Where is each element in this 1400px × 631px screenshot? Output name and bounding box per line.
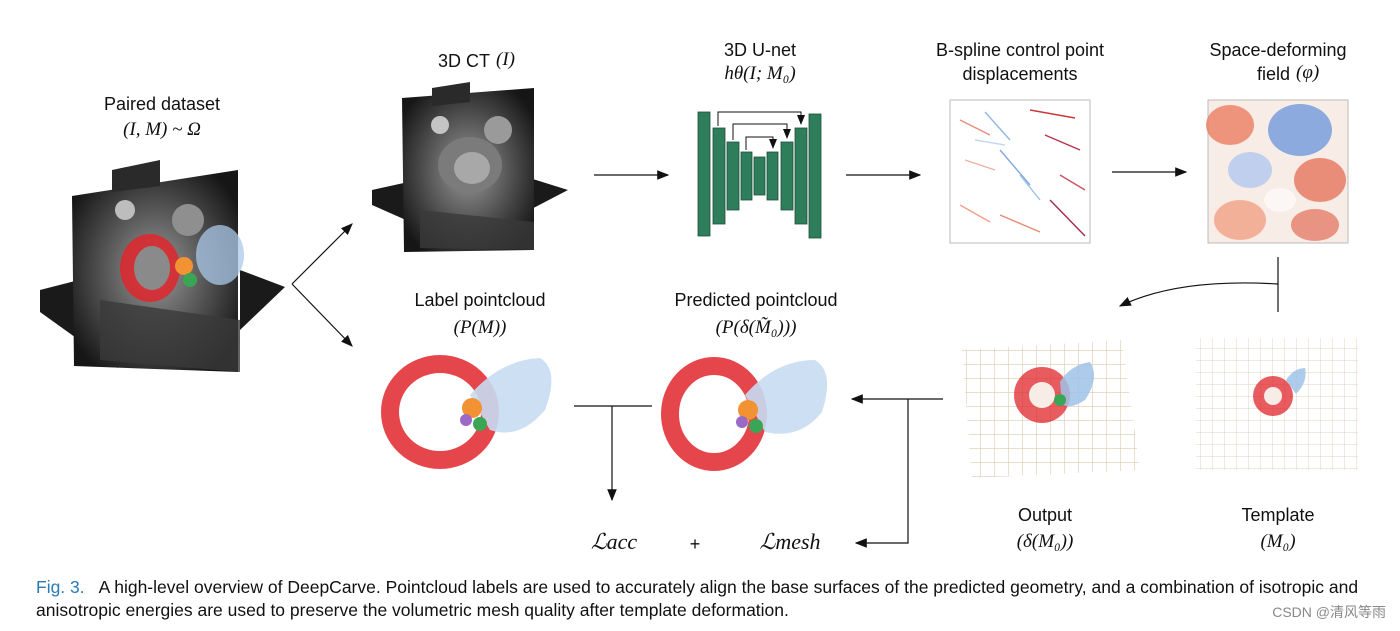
template-title: Template [1241,505,1315,525]
field-math: (φ) [1296,62,1320,83]
deformation-field-plot [1206,99,1349,244]
output-mesh-image [962,340,1140,478]
predicted-pointcloud-image [661,357,828,471]
fork-arrows [291,223,353,347]
caption-text: A high-level overview of DeepCarve. Poin… [36,577,1359,620]
plus-sign: + [689,534,701,554]
output-to-predicted-arrows [850,394,943,548]
unet-title: 3D U-net [723,40,797,60]
bspline-displacement-plot [949,99,1091,244]
template-math: (M₀) [1260,531,1296,552]
paired-dataset-title: Paired dataset [103,94,221,114]
figure-number: Fig. 3. [36,577,85,597]
field-title-line2: field [1256,64,1290,84]
paired-dataset-math: (I, M) ~ Ω [123,119,201,140]
pointcloud-to-loss-arrow [574,405,652,502]
template-mesh-image [1196,338,1358,470]
ct-math: (I) [496,49,515,70]
bspline-title-line2: displacements [962,64,1078,84]
field-title-line1: Space-deforming [1209,40,1347,60]
watermark: CSDN @清风等雨 [1272,604,1386,620]
output-title: Output [1017,505,1073,525]
unet-skip-connections [717,111,805,150]
label-pointcloud-math: (P(M)) [453,317,507,338]
paired-dataset-image [40,160,285,372]
loss-acc: ℒacc [590,529,638,554]
label-pointcloud-title: Label pointcloud [414,290,546,310]
output-math: (δ(M₀)) [1016,531,1074,552]
field-to-output-arrow [1118,257,1279,312]
predicted-pointcloud-title: Predicted pointcloud [674,290,838,310]
loss-mesh: ℒmesh [759,529,821,554]
unet-math: hθ(I; M₀) [724,63,796,84]
unet-diagram [697,111,822,239]
ct-volume-image [372,82,568,252]
bspline-title-line1: B-spline control point [935,40,1105,60]
ct-title: 3D CT [437,51,490,71]
figure-caption: Fig. 3.A high-level overview of DeepCarv… [36,576,1376,622]
label-pointcloud-image [381,355,552,469]
predicted-pointcloud-math: (P(δ(M̃₀))) [715,317,797,338]
